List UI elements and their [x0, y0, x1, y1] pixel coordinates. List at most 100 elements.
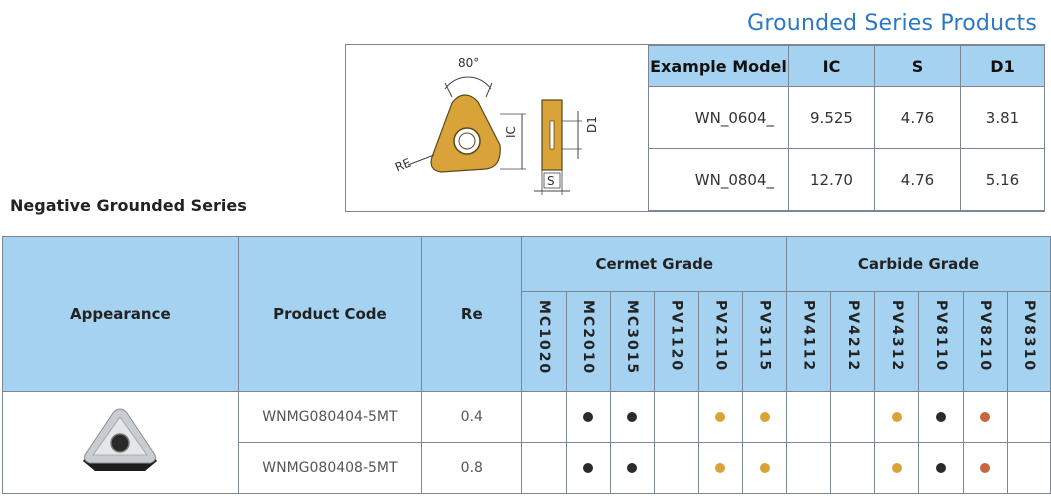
spec-row: WN_0604_ 9.525 4.76 3.81 — [648, 86, 1045, 149]
grade-dot-black — [627, 412, 638, 422]
grade-table: Appearance Product Code Re Cermet Grade … — [2, 236, 1051, 494]
grade-mark-cell — [786, 442, 832, 494]
grade-mark-cell — [874, 442, 920, 494]
grade-col-header: PV8310 — [1006, 291, 1051, 392]
grade-mark-cell — [1006, 391, 1051, 443]
grade-mark-cell — [830, 391, 876, 443]
grade-name: PV1120 — [668, 300, 685, 373]
grade-dot-copper — [980, 412, 991, 422]
grade-name: PV8210 — [977, 300, 994, 373]
re-cell: 0.8 — [421, 442, 523, 494]
spec-model: WN_0804_ — [648, 148, 789, 211]
grade-col-header: PV4212 — [830, 291, 876, 392]
grade-col-header: PV8210 — [962, 291, 1008, 392]
grade-name: PV8110 — [932, 300, 949, 373]
spec-row: WN_0804_ 12.70 4.76 5.16 — [648, 148, 1045, 211]
grade-dot-black — [627, 463, 638, 473]
d1-label: D1 — [585, 116, 599, 133]
grade-mark-cell — [962, 391, 1008, 443]
spec-s: 4.76 — [874, 148, 961, 211]
grade-mark-cell — [874, 391, 920, 443]
grade-col-header: MC1020 — [521, 291, 567, 392]
grade-mark-cell — [521, 442, 567, 494]
grade-name: MC2010 — [580, 300, 597, 376]
spec-header-model: Example Model — [648, 45, 789, 87]
cermet-grade-header: Cermet Grade — [521, 236, 788, 292]
spec-d1: 3.81 — [960, 86, 1045, 149]
grade-dot-black — [583, 412, 594, 422]
grade-mark-cell — [565, 442, 611, 494]
page-heading: Grounded Series Products — [747, 11, 1037, 36]
spec-model: WN_0604_ — [648, 86, 789, 149]
grade-name: MC3015 — [624, 300, 641, 376]
spec-ic: 12.70 — [788, 148, 875, 211]
grade-mark-cell — [565, 391, 611, 443]
spec-table: Example Model IC S D1 WN_0604_ 9.525 4.7… — [648, 45, 1045, 211]
grade-dot-gold — [715, 463, 726, 473]
grade-name: PV4212 — [844, 300, 861, 373]
carbide-grade-header: Carbide Grade — [786, 236, 1051, 292]
appearance-header: Appearance — [2, 236, 239, 392]
grade-mark-cell — [653, 442, 699, 494]
grade-dot-gold — [759, 412, 770, 422]
product-code-cell: WNMG080404-5MT — [237, 391, 423, 443]
grade-col-header: PV3115 — [741, 291, 788, 392]
appearance-cell — [2, 391, 239, 494]
spec-header-ic: IC — [788, 45, 875, 87]
grade-col-header: PV8110 — [918, 291, 964, 392]
series-subtitle: Negative Grounded Series — [10, 196, 247, 215]
spec-s: 4.76 — [874, 86, 961, 149]
grade-col-header: PV4112 — [786, 291, 832, 392]
grade-col-header: PV1120 — [653, 291, 699, 392]
re-label: RE — [393, 156, 413, 175]
grade-dot-black — [935, 463, 946, 473]
grade-col-header: PV2110 — [697, 291, 743, 392]
grade-name: PV8310 — [1020, 300, 1037, 373]
spec-header-s: S — [874, 45, 961, 87]
grade-name: PV4312 — [888, 300, 905, 373]
grade-dot-gold — [891, 463, 902, 473]
angle-arc — [444, 76, 492, 90]
grade-mark-cell — [653, 391, 699, 443]
grade-mark-cell — [918, 442, 964, 494]
insert-dimension-diagram: 80° RE IC D1 S — [393, 56, 599, 195]
grade-mark-cell — [830, 442, 876, 494]
grade-mark-cell — [786, 391, 832, 443]
grade-name: PV4112 — [800, 300, 817, 373]
re-cell: 0.4 — [421, 391, 523, 443]
grade-col-header: PV4312 — [874, 291, 920, 392]
grade-mark-cell — [741, 442, 788, 494]
grade-mark-cell — [521, 391, 567, 443]
grade-mark-cell — [1006, 442, 1051, 494]
grade-dot-gold — [759, 463, 770, 473]
grade-name: PV2110 — [712, 300, 729, 373]
grade-dot-black — [935, 412, 946, 422]
grade-dot-black — [583, 463, 594, 473]
grade-dot-copper — [980, 463, 991, 473]
grade-mark-cell — [609, 391, 655, 443]
example-panel: 80° RE IC D1 S Examp — [345, 44, 1045, 212]
grade-mark-cell — [609, 442, 655, 494]
re-header: Re — [421, 236, 523, 392]
product-code-cell: WNMG080408-5MT — [237, 442, 423, 494]
grade-mark-cell — [962, 442, 1008, 494]
spec-ic: 9.525 — [788, 86, 875, 149]
grade-dot-gold — [891, 412, 902, 422]
angle-label: 80° — [458, 56, 479, 70]
grade-mark-cell — [697, 442, 743, 494]
s-label: S — [547, 174, 555, 188]
ic-label: IC — [504, 126, 518, 138]
grade-name: PV3115 — [756, 300, 773, 373]
spec-header-d1: D1 — [960, 45, 1045, 87]
insert-photo — [83, 407, 158, 471]
insert-hole — [453, 127, 481, 155]
grade-name: MC1020 — [535, 300, 552, 376]
spec-d1: 5.16 — [960, 148, 1045, 211]
grade-mark-cell — [741, 391, 788, 443]
grade-col-header: MC3015 — [609, 291, 655, 392]
grade-col-header: MC2010 — [565, 291, 611, 392]
grade-dot-gold — [715, 412, 726, 422]
grade-mark-cell — [918, 391, 964, 443]
